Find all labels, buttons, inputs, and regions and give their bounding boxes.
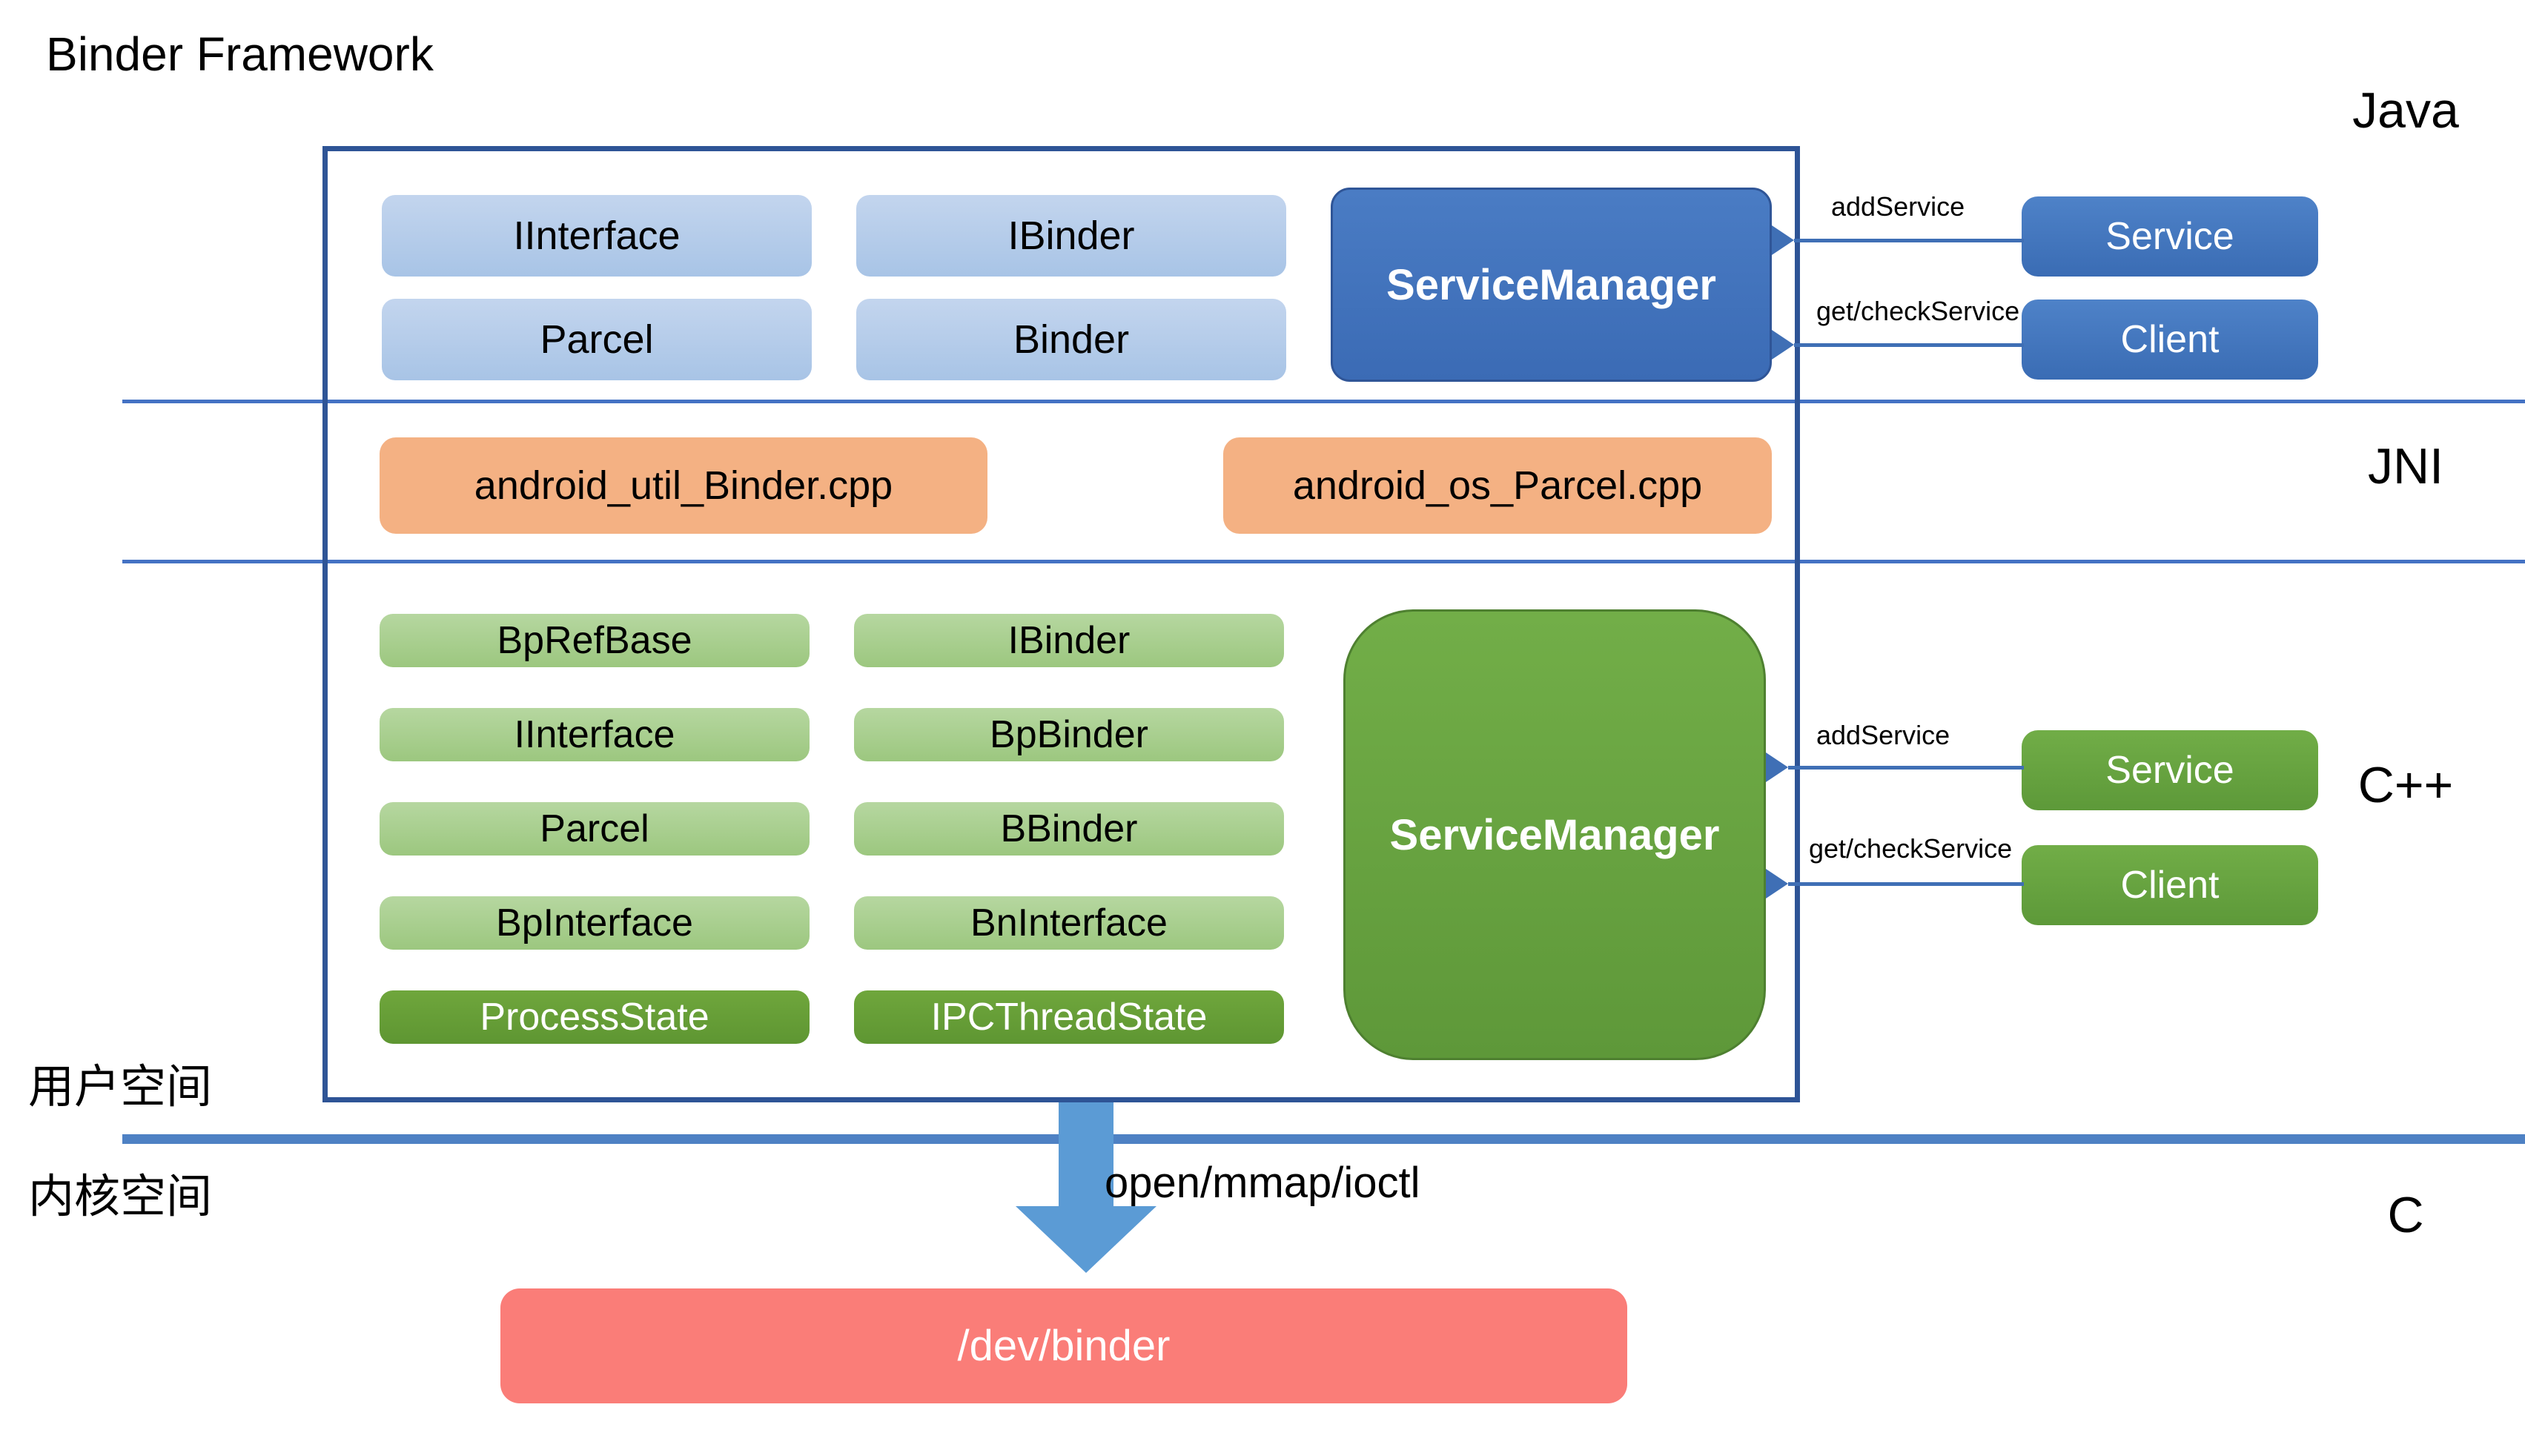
java-connector-getservice-line <box>1794 343 2024 347</box>
layer-tag-c: C <box>2387 1187 2424 1243</box>
java-connector-addservice-arrowhead <box>1772 225 1794 255</box>
cpp-connector-addservice-arrowhead <box>1766 752 1788 782</box>
layer-tag-jni: JNI <box>2368 438 2443 494</box>
label-kernel-space: 内核空间 <box>28 1171 213 1222</box>
cpp-chip-bpinterface[interactable]: BpInterface <box>380 896 810 950</box>
java-actor-service[interactable]: Service <box>2022 196 2318 277</box>
java-chip-iinterface[interactable]: IInterface <box>382 195 812 277</box>
userspace-frame <box>322 146 1800 1102</box>
page-title: Binder Framework <box>46 27 434 81</box>
cpp-chip-bninterface[interactable]: BnInterface <box>854 896 1284 950</box>
java-chip-parcel[interactable]: Parcel <box>382 299 812 380</box>
layer-tag-java: Java <box>2352 82 2459 139</box>
cpp-connector-addservice-label: addService <box>1816 720 1950 750</box>
cpp-chip-parcel[interactable]: Parcel <box>380 802 810 856</box>
java-actor-client[interactable]: Client <box>2022 300 2318 380</box>
dev-binder-node[interactable]: /dev/binder <box>500 1288 1627 1403</box>
java-connector-addservice-line <box>1794 239 2024 242</box>
java-connector-getservice-arrowhead <box>1772 330 1794 360</box>
java-chip-binder[interactable]: Binder <box>856 299 1286 380</box>
java-connector-addservice-label: addService <box>1831 191 1965 222</box>
cpp-service-manager[interactable]: ServiceManager <box>1343 609 1766 1060</box>
cpp-chip-processstate[interactable]: ProcessState <box>380 990 810 1044</box>
jni-chip-android-util-binder[interactable]: android_util_Binder.cpp <box>380 437 987 534</box>
divider-user-kernel <box>122 1134 2525 1144</box>
layer-tag-cpp: C++ <box>2357 757 2454 813</box>
cpp-actor-client[interactable]: Client <box>2022 845 2318 925</box>
cpp-chip-bbinder[interactable]: BBinder <box>854 802 1284 856</box>
cpp-connector-getservice-label: get/checkService <box>1809 833 2013 864</box>
java-connector-getservice-label: get/checkService <box>1816 296 2020 326</box>
cpp-connector-getservice-arrowhead <box>1766 869 1788 899</box>
open-mmap-ioctl-arrow-icon <box>1016 1102 1156 1273</box>
cpp-chip-bprefbase[interactable]: BpRefBase <box>380 614 810 667</box>
cpp-chip-iinterface[interactable]: IInterface <box>380 708 810 761</box>
open-mmap-ioctl-label: open/mmap/ioctl <box>1105 1159 1420 1207</box>
jni-chip-android-os-parcel[interactable]: android_os_Parcel.cpp <box>1223 437 1772 534</box>
divider-java-jni <box>122 400 2525 403</box>
cpp-chip-bpbinder[interactable]: BpBinder <box>854 708 1284 761</box>
cpp-connector-getservice-line <box>1788 882 2024 886</box>
java-chip-ibinder[interactable]: IBinder <box>856 195 1286 277</box>
java-service-manager[interactable]: ServiceManager <box>1331 188 1772 382</box>
cpp-actor-service[interactable]: Service <box>2022 730 2318 810</box>
cpp-chip-ipcthreadstate[interactable]: IPCThreadState <box>854 990 1284 1044</box>
cpp-connector-addservice-line <box>1788 766 2024 770</box>
cpp-chip-ibinder[interactable]: IBinder <box>854 614 1284 667</box>
divider-jni-cpp <box>122 560 2525 563</box>
label-user-space: 用户空间 <box>28 1062 213 1113</box>
